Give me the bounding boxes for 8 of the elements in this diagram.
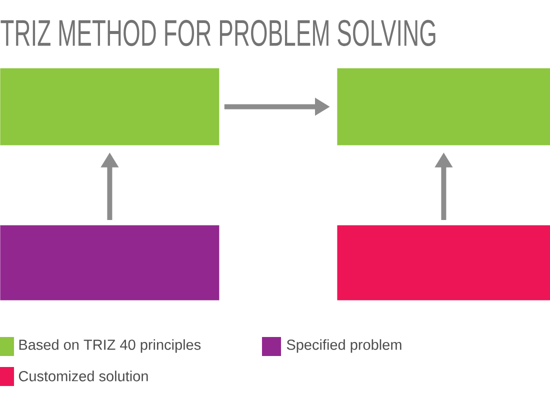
color-box bbox=[337, 68, 550, 146]
legend-text: Specified problem bbox=[286, 339, 402, 353]
title: TRIZ METHOD FOR PROBLEM SOLVING bbox=[0, 20, 436, 46]
color-box bbox=[0, 68, 220, 146]
color-box bbox=[337, 225, 550, 300]
legend-text: Based on TRIZ 40 principles bbox=[19, 339, 201, 353]
legend-text: Customized solution bbox=[18, 370, 148, 382]
color-box bbox=[0, 225, 220, 300]
